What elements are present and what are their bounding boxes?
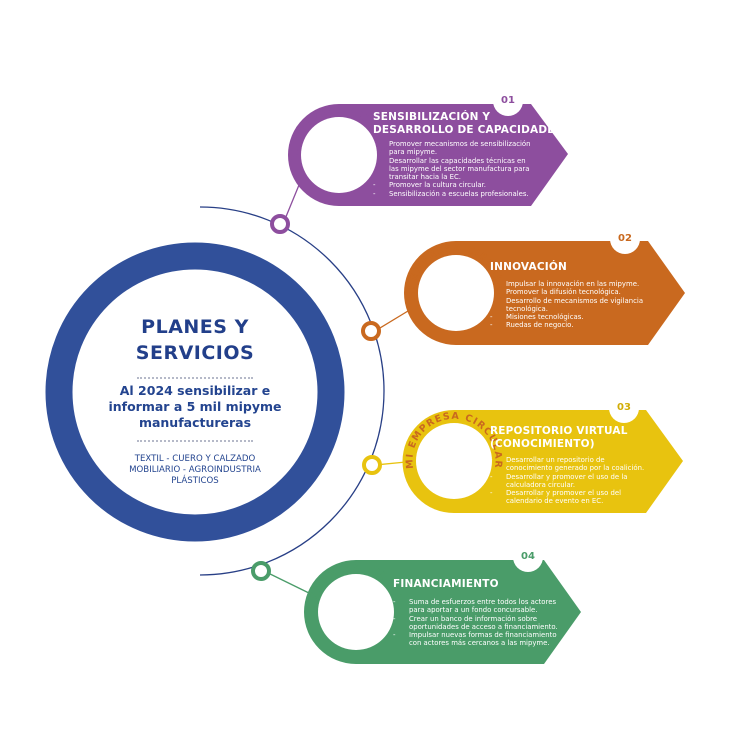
list-item: Crear un banco de información sobre opor… bbox=[393, 615, 565, 632]
card-3-number-bubble bbox=[609, 393, 639, 423]
center-title: PLANES Y SERVICIOS bbox=[135, 316, 255, 364]
card-2-number-bubble bbox=[610, 224, 640, 254]
card-1-badge bbox=[301, 117, 377, 193]
list-item: Desarrollar un repositorio de conocimien… bbox=[490, 456, 650, 473]
dotted-divider-bottom bbox=[137, 440, 253, 442]
list-item: Promover la difusión tecnológica. bbox=[490, 288, 650, 297]
card-4-badge bbox=[318, 574, 394, 650]
center-ring bbox=[45, 242, 345, 542]
card-4-title: FINANCIAMIENTO bbox=[393, 578, 499, 590]
card-1-number: 01 bbox=[501, 95, 515, 106]
card-3-list: Desarrollar un repositorio de conocimien… bbox=[490, 456, 650, 506]
timeline-dot-4 bbox=[251, 561, 271, 581]
list-item: Suma de esfuerzos entre todos los actore… bbox=[393, 598, 565, 615]
card-1-number-bubble bbox=[493, 86, 523, 116]
timeline-dot-1 bbox=[270, 214, 290, 234]
list-item: Impulsar la innovación en las mipyme. bbox=[490, 280, 650, 289]
connector-line-4 bbox=[263, 570, 314, 596]
list-item: Desarrollar y promover el uso del calend… bbox=[490, 489, 650, 506]
card-2-list: Impulsar la innovación en las mipyme. Pr… bbox=[490, 280, 650, 330]
center-disc bbox=[73, 270, 317, 514]
timeline-dot-2 bbox=[361, 321, 381, 341]
card-4-list: Suma de esfuerzos entre todos los actore… bbox=[393, 598, 565, 648]
timeline-dot-3 bbox=[362, 455, 382, 475]
list-item: Sensibilización a escuelas profesionales… bbox=[373, 190, 533, 199]
card-3-number: 03 bbox=[617, 402, 631, 413]
list-item: Promover mecanismos de sensibilización p… bbox=[373, 140, 533, 157]
list-item: Promover la cultura circular. bbox=[373, 181, 533, 190]
card-1-title: SENSIBILIZACIÓN Y DESARROLLO DE CAPACIDA… bbox=[373, 111, 563, 136]
card-3-badge-text: MI EMPRESA CIRCULAR bbox=[404, 411, 503, 470]
card-2-badge bbox=[418, 255, 494, 331]
card-2-number: 02 bbox=[618, 233, 632, 244]
center-sectors: TEXTIL - CUERO Y CALZADO MOBILIARIO - AG… bbox=[129, 454, 261, 486]
card-4-badge-text: MI EMPRESA CIRCULAR bbox=[306, 562, 405, 621]
card-4-number-bubble bbox=[513, 542, 543, 572]
dotted-divider-top bbox=[137, 377, 253, 379]
list-item: Ruedas de negocio. bbox=[490, 321, 650, 330]
list-item: Desarrollo de mecanismos de vigilancia t… bbox=[490, 297, 650, 314]
center-content: PLANES Y SERVICIOS Al 2024 sensibilizar … bbox=[75, 272, 315, 512]
card-3-title: REPOSITORIO VIRTUAL (CONOCIMIENTO) bbox=[490, 425, 628, 450]
card-1-list: Promover mecanismos de sensibilización p… bbox=[373, 140, 533, 198]
list-item: Desarrollar y promover el uso de la calc… bbox=[490, 473, 650, 490]
card-3-badge bbox=[416, 423, 492, 499]
center-goal: Al 2024 sensibilizar e informar a 5 mil … bbox=[108, 383, 282, 430]
card-4-number: 04 bbox=[521, 551, 535, 562]
card-2-title: INNOVACIÓN bbox=[490, 261, 567, 273]
list-item: Desarrollar las capacidades técnicas en … bbox=[373, 157, 533, 182]
list-item: Misiones tecnológicas. bbox=[490, 313, 650, 322]
connector-line-2 bbox=[374, 310, 409, 332]
list-item: Impulsar nuevas formas de financiamiento… bbox=[393, 631, 565, 648]
